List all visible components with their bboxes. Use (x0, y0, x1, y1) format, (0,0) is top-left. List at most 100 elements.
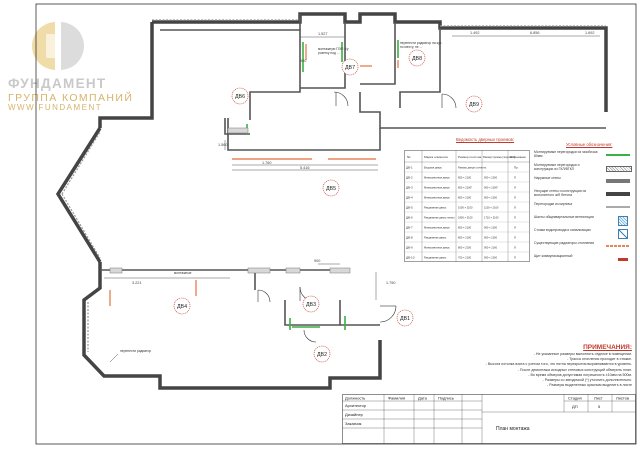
legend-symbol (618, 258, 628, 261)
sched-cell: 900 × 2160 (484, 256, 498, 260)
tb-sheets-header: Листов (616, 396, 629, 401)
door-tag-labels: ДВ6 ДВ7 ДВ8 ДВ9 ДВ5 ДВ4 ДВ3 ДВ2 ДВ1 (177, 56, 479, 358)
svg-text:1.527: 1.527 (318, 32, 328, 36)
tb-stage: ДП (572, 404, 578, 409)
sched-cell: 800 × 2100 (458, 176, 472, 180)
sched-cell: 900 × 2160 (484, 246, 498, 250)
svg-text:5.416: 5.416 (300, 166, 310, 170)
sched-cell: ДВ-5 (406, 206, 413, 210)
sched-cell: ДВ-6 (406, 216, 413, 220)
plan-annotations: монтажную ПЭП с/у розетку под ... перене… (120, 41, 442, 353)
notes-title: ПРИМЕЧАНИЯ: (583, 344, 632, 351)
svg-text:6.856: 6.856 (530, 31, 540, 35)
svg-text:перенести радиатор на кух.: перенести радиатор на кух. (400, 41, 442, 45)
legend-symbol (606, 206, 630, 208)
sched-cell: 1800 × 2100 (458, 216, 473, 220)
tb-sheet-title: План монтажа (496, 426, 530, 432)
dimension-texts: 1.527 1.492 6.856 1.692 1.760 5.416 1.56… (132, 31, 595, 285)
sched-cell: Межкомнатная дверь (424, 246, 450, 250)
legend-symbol (606, 245, 630, 247)
note-line: - Во время обмеров допустимая погрешност… (528, 372, 632, 377)
sched-head-opening: Размер проема (черновой) (483, 155, 516, 159)
sched-cell: Л (514, 176, 516, 180)
sched-cell: - (484, 167, 485, 170)
tb-row-architect: Архитектор (345, 403, 367, 408)
sched-cell: ДВ-4 (406, 196, 413, 200)
legend-item: Существующие радиаторы отопления (534, 241, 634, 253)
sched-head-leaf: Размер полотна (458, 155, 481, 159)
company-logo-icon (32, 22, 84, 70)
legend-item-label: Монтируемые перегородки из газоблока 80м… (534, 150, 598, 158)
svg-text:1.750: 1.750 (386, 281, 396, 285)
legend-item-label: Шахты общеквартальные вентиляции (534, 215, 594, 219)
sched-cell: Л (514, 246, 516, 250)
door-schedule-table: № Марка элемента Размер полотна Размер п… (404, 150, 530, 262)
door-tag-d9: ДВ9 (469, 102, 479, 108)
note-line: - Высота потолка взята с учетом того, чт… (485, 362, 632, 367)
note-line: - Не указанные размеры выполнять отделке… (533, 352, 632, 356)
legend-symbol (606, 192, 630, 196)
legend-item: Наружные стены (534, 176, 634, 188)
sched-cell: Пр (514, 166, 518, 170)
tb-stage-header: Стадия (568, 396, 582, 401)
outer-wall-hatch (61, 19, 606, 352)
sched-cell: ДВ-1 (406, 166, 413, 170)
svg-text:монтажные: монтажные (174, 271, 192, 275)
tb-col-signature: Подпись (438, 396, 454, 401)
legend-symbol (606, 154, 630, 156)
sched-cell: Л (514, 256, 516, 260)
sched-cell: 800 × 2100* (458, 186, 472, 190)
svg-text:1.760: 1.760 (262, 161, 272, 165)
logo-line3: WWW.FUNDAMENT (8, 103, 103, 112)
svg-text:1.692: 1.692 (585, 31, 595, 35)
svg-text:3.221: 3.221 (132, 281, 142, 285)
legend-item-label: Существующие радиаторы отопления (534, 241, 595, 245)
inner-walls (100, 14, 606, 326)
legend-item: Щит коммуникационный (534, 254, 634, 266)
sched-cell: Раздвижная дверь-пенал (424, 216, 455, 220)
sched-cell: Размер двери уточнить (458, 166, 487, 170)
legend-item: Перегородки из кирпича (534, 202, 634, 214)
legend-symbol (606, 166, 632, 172)
sched-cell: 1100 × 2160 (484, 206, 499, 210)
legend-item-label: Наружные стены (534, 176, 561, 180)
legend-symbol (618, 229, 628, 239)
sched-head-swing: Открывание (510, 155, 526, 159)
legend-symbol (618, 216, 628, 226)
tb-col-surname: Фамилия (388, 396, 405, 401)
logo-line1: ФУНДАМЕНТ (8, 76, 107, 91)
legend: Монтируемые перегородки из газоблока 80м… (534, 150, 634, 270)
svg-text:перенести радиатор: перенести радиатор (120, 349, 151, 353)
sched-cell: Л (514, 226, 516, 230)
door-tag-d2: ДВ2 (317, 352, 327, 358)
sched-cell: 900 × 2160 (484, 176, 498, 180)
sched-cell: 800 × 2100 (458, 196, 472, 200)
legend-item: Несущие стены и конструкции из монолитно… (534, 189, 634, 201)
logo-line2: ГРУППА КОМПАНИЙ (8, 92, 134, 104)
svg-text:монтажную ПЭП с/у: монтажную ПЭП с/у (318, 47, 349, 51)
sched-cell: Межкомнатная дверь (424, 226, 450, 230)
door-tag-d6: ДВ6 (235, 94, 245, 100)
sheet-frame (35, 3, 637, 445)
legend-item: Стояки водопровода и канализации (534, 228, 634, 240)
svg-text:по месту, не ...: по месту, не ... (400, 45, 422, 49)
legend-item: Монтируемые перегородки из газоблока 80м… (534, 150, 634, 162)
leader-line (109, 353, 119, 363)
sched-cell: Раздвижная дверь (424, 256, 447, 260)
legend-item: Шахты общеквартальные вентиляции (534, 215, 634, 227)
sched-cell: Межкомнатная дверь (424, 196, 450, 200)
legend-item-label: Щит коммуникационный (534, 254, 573, 258)
note-line: - После демонтажа исходных стеновых конс… (517, 367, 632, 372)
sched-cell: 800 × 2100 (458, 226, 472, 230)
note-line: - Трасса отопления проходит в стяжке. (567, 357, 632, 362)
door-tag-d8: ДВ8 (412, 56, 422, 62)
notes-list: - Не указанные размеры выполнять отделке… (412, 352, 632, 388)
legend-item-label: Стояки водопровода и канализации (534, 228, 591, 232)
door-tag-d5: ДВ5 (326, 186, 336, 192)
sched-cell: Л (514, 236, 516, 240)
door-swings (257, 91, 457, 343)
title-block: Должность Архитектор Дизайнер Заказчик Ф… (342, 394, 636, 444)
sched-cell: ДВ-8 (406, 236, 413, 240)
sched-cell: 800 × 2100 (458, 236, 472, 240)
